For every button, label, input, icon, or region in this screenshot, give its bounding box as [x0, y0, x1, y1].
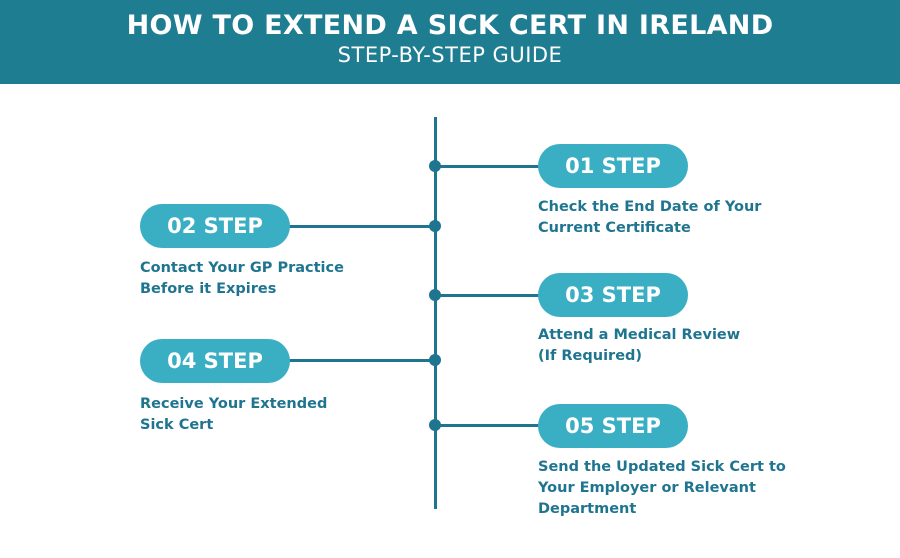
step-1-line-1: Check the End Date of Your	[538, 199, 762, 215]
step-3-line-2: (If Required)	[538, 348, 643, 364]
connector-1	[435, 165, 545, 168]
timeline-line	[434, 117, 437, 509]
step-3-pill: 03 STEP	[538, 273, 688, 317]
step-4-pill: 04 STEP	[140, 339, 290, 383]
step-5-line-2: Your Employer or Relevant	[538, 480, 756, 496]
step-5-text: Send the Updated Sick Cert to Your Employ…	[538, 457, 786, 520]
step-4-line-2: Sick Cert	[140, 417, 214, 433]
step-1-line-2: Current Certificate	[538, 220, 691, 236]
connector-4	[285, 359, 435, 362]
connector-5	[435, 424, 545, 427]
step-5-pill: 05 STEP	[538, 404, 688, 448]
step-5-line-3: Department	[538, 501, 637, 517]
step-5-line-1: Send the Updated Sick Cert to	[538, 459, 786, 475]
step-2-line-2: Before it Expires	[140, 281, 277, 297]
timeline-dot-4	[429, 354, 441, 366]
step-3-text: Attend a Medical Review (If Required)	[538, 325, 740, 367]
step-2-line-1: Contact Your GP Practice	[140, 260, 344, 276]
timeline-dot-2	[429, 220, 441, 232]
step-4-line-1: Receive Your Extended	[140, 396, 328, 412]
step-3-line-1: Attend a Medical Review	[538, 327, 741, 343]
step-1-pill: 01 STEP	[538, 144, 688, 188]
header-banner: HOW TO EXTEND A SICK CERT IN IRELAND STE…	[0, 0, 900, 84]
connector-3	[435, 294, 545, 297]
page-title: HOW TO EXTEND A SICK CERT IN IRELAND	[126, 10, 774, 41]
page-subtitle: STEP-BY-STEP GUIDE	[337, 43, 563, 67]
connector-2	[285, 225, 435, 228]
step-2-pill: 02 STEP	[140, 204, 290, 248]
